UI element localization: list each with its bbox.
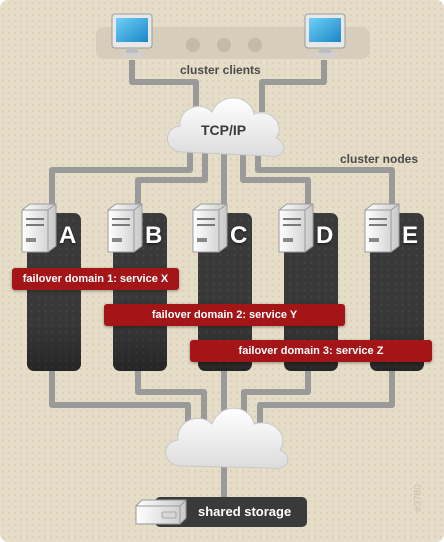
storage-cloud-icon: [165, 407, 289, 470]
link-tcpip-e: [255, 150, 395, 215]
link-tcpip-d: [240, 150, 311, 215]
ellipsis-dot-icon: [217, 38, 231, 52]
node-label: D: [316, 222, 334, 249]
shared-storage-box: [155, 497, 307, 527]
ellipsis-dot-icon: [186, 38, 200, 52]
monitor-icon: [304, 13, 346, 57]
node-label: E: [402, 222, 419, 249]
monitor-icon: [111, 13, 153, 57]
server-icon: [278, 203, 314, 253]
tcpip-cloud-icon: [167, 97, 285, 158]
link-a-storage: [49, 370, 191, 425]
link-b-storage: [135, 370, 207, 425]
server-icons: [21, 203, 400, 253]
link-e-storage: [257, 370, 395, 425]
tcpip-label: TCP/IP: [201, 122, 247, 138]
failover-domain-1-banner: failover domain 1: service X: [12, 268, 179, 290]
node-label: C: [230, 222, 248, 249]
link-client-2: [259, 60, 327, 112]
server-icon: [364, 203, 400, 253]
figure-id-label: #3780: [413, 484, 424, 512]
cluster-clients-label: cluster clients: [180, 63, 261, 77]
link-d-storage: [241, 370, 311, 425]
link-tcpip-a: [49, 150, 193, 215]
ellipsis-dot-icon: [248, 38, 262, 52]
server-icon: [21, 203, 57, 253]
link-tcpip-b: [135, 150, 208, 215]
disk-drive-icon: [135, 499, 187, 525]
failover-domain-2-banner: failover domain 2: service Y: [104, 304, 345, 326]
network-links: [49, 60, 395, 500]
cluster-nodes-label: cluster nodes: [340, 152, 419, 166]
node-label: A: [59, 222, 77, 249]
server-icon: [107, 203, 143, 253]
link-client-1: [129, 60, 199, 112]
node-label: B: [145, 222, 163, 249]
clients-bar: [96, 27, 370, 59]
server-icon: [192, 203, 228, 253]
failover-domain-3-banner: failover domain 3: service Z: [190, 340, 432, 362]
shared-storage-label: shared storage: [198, 504, 292, 519]
